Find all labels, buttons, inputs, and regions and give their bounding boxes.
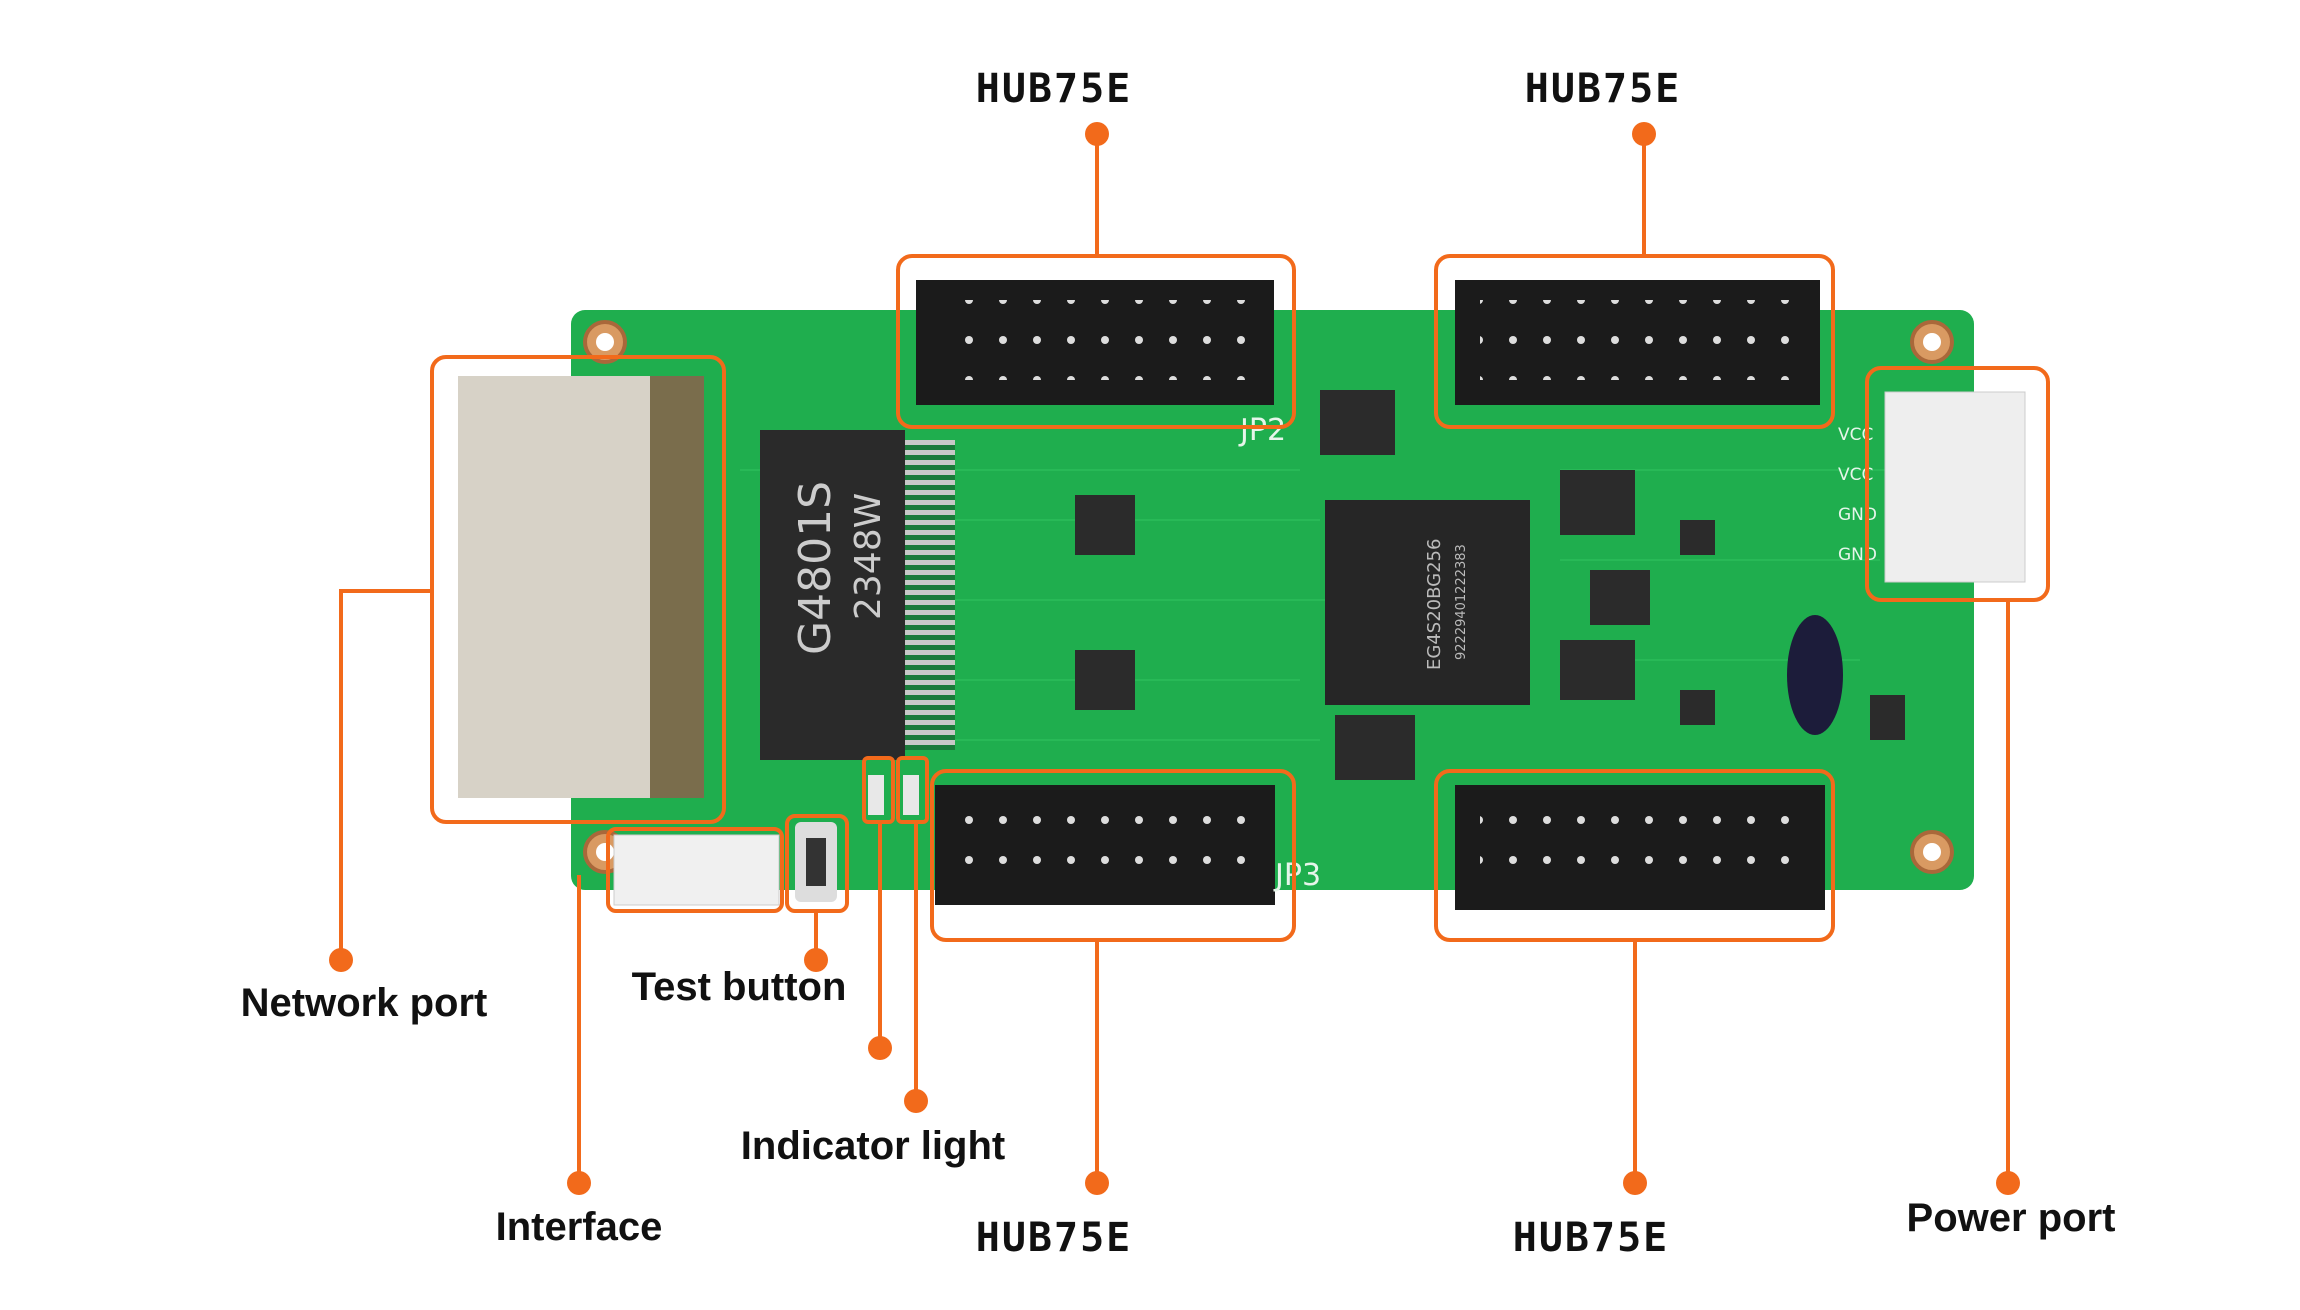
pin-label: VCC — [1838, 425, 1873, 445]
label-power-port: Power port — [1906, 1196, 2116, 1240]
callout-box-interface — [606, 827, 784, 913]
callout-box-network-port — [430, 355, 726, 824]
pin-label: GND — [1838, 505, 1877, 525]
jp3-marking: JP3 — [1273, 858, 1321, 893]
label-hub75e-bottom-right: HUB75E — [1512, 1215, 1670, 1261]
callout-box-led-2 — [896, 756, 929, 824]
callouts — [339, 134, 2050, 1183]
callout-box-hub-top-right — [1434, 254, 1835, 429]
rj45-jack — [458, 376, 658, 798]
led-2 — [903, 775, 919, 815]
capacitor — [1787, 615, 1843, 735]
callout-box-hub-bottom-left — [930, 769, 1296, 942]
label-hub75e-top-right: HUB75E — [1524, 66, 1682, 112]
led-1 — [868, 775, 884, 815]
interface-connector — [613, 834, 780, 906]
hub75-header-bottom-left — [935, 785, 1275, 905]
phy-chip — [760, 430, 905, 760]
jp2-marking: JP2 — [1238, 413, 1286, 448]
label-test-button: Test button — [631, 965, 847, 1009]
hub75-header-top-left — [916, 280, 1274, 405]
callout-box-power-port — [1865, 366, 2050, 602]
callout-dots — [329, 122, 2020, 1195]
fpga-marking-1: EG4S20BG256 — [1424, 539, 1445, 670]
small-ics — [1075, 390, 1905, 780]
phy-chip-marking-2: 2348W — [848, 493, 889, 620]
fpga-marking-2: 92229401222383 — [1454, 544, 1469, 660]
label-interface: Interface — [495, 1205, 663, 1249]
hub75-header-bottom-right — [1455, 785, 1825, 910]
label-network-port: Network port — [240, 981, 488, 1025]
label-hub75e-bottom-left: HUB75E — [975, 1215, 1133, 1261]
phy-chip-marking-1: G4801S — [790, 481, 841, 655]
label-indicator-light: Indicator light — [740, 1124, 1006, 1168]
power-connector — [1884, 391, 2026, 583]
hub75-header-top-right — [1455, 280, 1820, 405]
fpga-chip — [1325, 500, 1530, 705]
label-hub75e-top-left: HUB75E — [975, 66, 1133, 112]
pin-label: VCC — [1838, 465, 1873, 485]
pin-label: GND — [1838, 545, 1877, 565]
